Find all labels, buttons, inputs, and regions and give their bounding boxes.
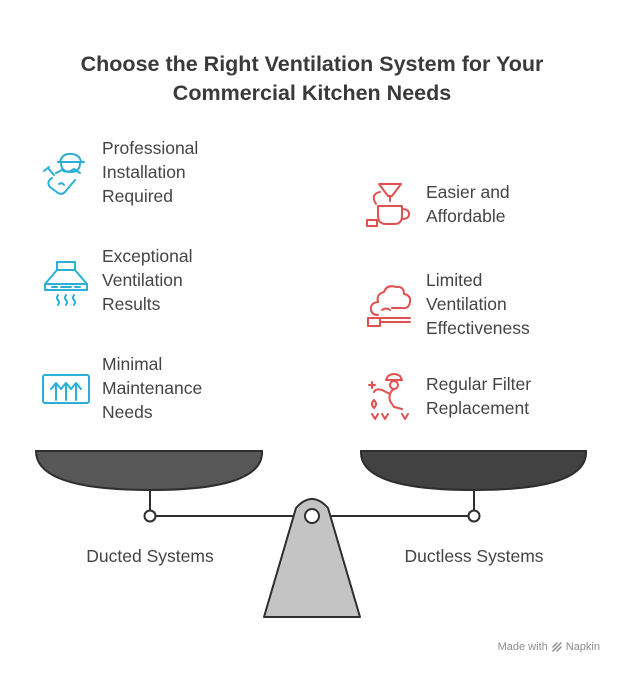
range-hood-icon xyxy=(44,261,88,306)
left-item-ventilation-results: Exceptional Ventilation Results xyxy=(38,244,192,316)
right-joint xyxy=(467,509,481,523)
pivot xyxy=(304,508,320,524)
airflow-vent-icon xyxy=(42,374,90,404)
right-pan xyxy=(359,450,588,492)
fulcrum xyxy=(263,498,361,618)
right-item-label-3: Regular Filter Replacement xyxy=(426,374,532,418)
left-pan xyxy=(34,450,264,492)
left-item-label-3: Minimal Maintenance Needs xyxy=(102,354,203,422)
napkin-logo-icon xyxy=(552,642,562,652)
left-item-label-1: Professional Installation Required xyxy=(102,138,199,206)
right-item-limited: Limited Ventilation Effectiveness xyxy=(362,268,530,340)
left-item-maintenance: Minimal Maintenance Needs xyxy=(38,352,202,424)
ductless-systems-label: Ductless Systems xyxy=(404,546,544,566)
title-line-1: Choose the Right Ventilation System for … xyxy=(80,52,544,76)
page-title: Choose the Right Ventilation System for … xyxy=(0,50,624,108)
installer-icon xyxy=(43,152,85,195)
ducted-systems-label: Ducted Systems xyxy=(86,546,214,566)
footer-text: Made with xyxy=(497,641,548,653)
title-line-2: Commercial Kitchen Needs xyxy=(172,81,452,105)
left-item-installation: Professional Installation Required xyxy=(38,136,198,208)
right-item-label-2: Limited Ventilation Effectiveness xyxy=(426,270,530,338)
coffee-maker-icon xyxy=(366,183,410,227)
right-item-filter: Regular Filter Replacement xyxy=(362,368,531,424)
smoke-icon xyxy=(367,285,412,327)
left-joint xyxy=(143,509,157,523)
gardener-icon xyxy=(368,373,409,420)
footer-brand: Napkin xyxy=(565,641,600,653)
left-item-label-2: Exceptional Ventilation Results xyxy=(102,246,193,314)
footer-credit[interactable]: Made with Napkin xyxy=(498,641,600,653)
right-item-affordable: Easier and Affordable xyxy=(362,176,510,232)
right-item-label-1: Easier and Affordable xyxy=(426,182,510,226)
